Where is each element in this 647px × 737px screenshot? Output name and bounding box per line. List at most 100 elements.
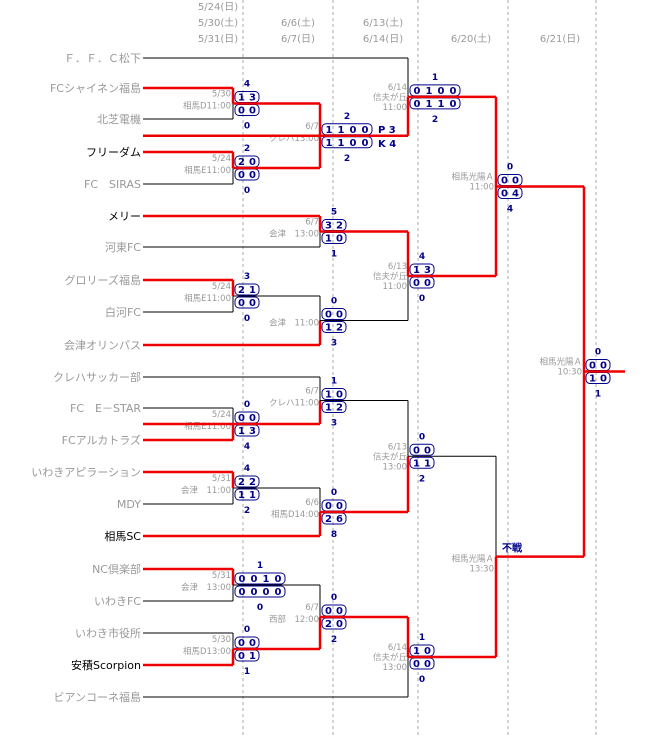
team-name: MDY (117, 498, 141, 511)
score-total: 1 (244, 667, 250, 677)
match-date: 6/7 (305, 387, 319, 397)
half-score: 1 (326, 125, 333, 136)
half-score: 1 (238, 490, 245, 501)
match-date: 6/13 (388, 442, 407, 452)
half-score: 1 (413, 265, 420, 276)
half-score: 0 (414, 99, 421, 110)
half-score: 0 (336, 390, 343, 401)
half-score: 0 (325, 606, 332, 617)
match-time: 13:00 (383, 462, 408, 472)
round-date: 6/21(日) (540, 34, 580, 45)
score-total: 0 (244, 314, 250, 324)
half-score: 0 (414, 86, 421, 97)
match-venue: 会津 11:00 (181, 485, 231, 496)
match-venue: 相馬D11:00 (183, 101, 231, 112)
match-time: 10:30 (558, 368, 583, 378)
half-score: 1 (426, 86, 433, 97)
match-time: 11:00 (383, 282, 408, 292)
half-score: 0 (325, 501, 332, 512)
half-score: 1 (249, 490, 256, 501)
half-score: 0 (336, 606, 343, 617)
half-score: 1 (338, 125, 345, 136)
half-score: 0 (238, 638, 245, 649)
score-total: 4 (419, 252, 425, 262)
half-score: 0 (238, 298, 245, 309)
match-date: 5/31 (212, 571, 231, 581)
score-total: 0 (419, 432, 425, 442)
half-score: 0 (249, 106, 256, 117)
match-time: 13:00 (383, 663, 408, 673)
match-venue: 相馬光陽Ａ (451, 171, 494, 182)
score-total: 1 (257, 561, 263, 571)
team-name: いわきFC (94, 595, 141, 608)
score-total: 3 (331, 339, 337, 349)
team-name: FC SIRAS (84, 178, 141, 191)
score-total: 4 (244, 442, 250, 452)
round-date: 6/6(土) (281, 16, 315, 29)
half-score: 0 (413, 278, 420, 289)
team-name: 会津オリンパス (64, 339, 141, 352)
score-total: 0 (257, 603, 263, 613)
match-date: 6/6 (305, 498, 319, 508)
score-total: 2 (419, 474, 425, 484)
score-box (234, 283, 260, 296)
team-name: NC倶楽部 (92, 562, 141, 576)
half-score: 0 (275, 587, 282, 598)
match-date: 6/14 (388, 83, 407, 93)
half-score: 1 (238, 426, 245, 437)
score-total: 1 (419, 633, 425, 643)
score-total: 2 (331, 635, 337, 645)
half-score: 0 (336, 501, 343, 512)
match-venue: 信夫が丘 (373, 652, 408, 663)
half-score: 0 (350, 138, 357, 149)
match-venue: 西部 12:00 (269, 614, 319, 625)
score-box (234, 475, 260, 488)
team-name: Ｆ．Ｆ．Ｃ松下 (64, 51, 141, 65)
team-name: FCアルカトラズ (62, 433, 141, 447)
half-score: 1 (589, 374, 596, 385)
match-venue: クレハ13:00 (269, 134, 319, 144)
score-total: 0 (507, 162, 513, 172)
half-score: 0 (424, 445, 431, 456)
half-score: 2 (336, 403, 343, 414)
round-date: 5/30(土) (198, 16, 238, 29)
match-date: 5/24 (212, 410, 231, 420)
half-score: 2 (238, 157, 245, 168)
half-score: 0 (336, 619, 343, 630)
forfeit-label: 不戦 (502, 542, 523, 555)
match-time: 13:30 (470, 565, 495, 575)
team-name: 相馬SC (104, 530, 141, 543)
score-box (234, 296, 260, 309)
half-score: 0 (238, 651, 245, 662)
match-venue: 会津 13:00 (181, 582, 231, 593)
half-score: 1 (249, 651, 256, 662)
team-name: 河東FC (105, 241, 141, 254)
half-score: 0 (362, 138, 369, 149)
half-score: 0 (589, 361, 596, 372)
score-total: 1 (331, 377, 337, 387)
half-score: 0 (424, 646, 431, 657)
half-score: 1 (413, 646, 420, 657)
score-total: 4 (244, 80, 250, 90)
half-score: 0 (413, 445, 420, 456)
score-box (321, 321, 347, 333)
match-venue: クレハ11:00 (269, 399, 319, 409)
score-box (321, 388, 347, 400)
team-name: 白河FC (105, 305, 141, 319)
half-score: 0 (251, 587, 258, 598)
round-date: 5/31(日) (198, 34, 238, 45)
match-date: 6/14 (388, 643, 407, 653)
half-score: 0 (350, 125, 357, 136)
score-box (321, 401, 347, 413)
score-total: 0 (595, 348, 601, 358)
team-name: いわきアピラーション (31, 466, 141, 479)
score-total: 3 (331, 419, 337, 429)
score-total: 0 (244, 122, 250, 132)
half-score: 0 (501, 175, 508, 186)
score-total: 0 (244, 186, 250, 196)
score-total: 2 (344, 154, 350, 164)
team-name: FC E－STAR (70, 402, 141, 415)
half-score: 0 (249, 170, 256, 181)
team-name: メリー (108, 210, 141, 223)
match-venue: 信夫が丘 (373, 271, 408, 282)
